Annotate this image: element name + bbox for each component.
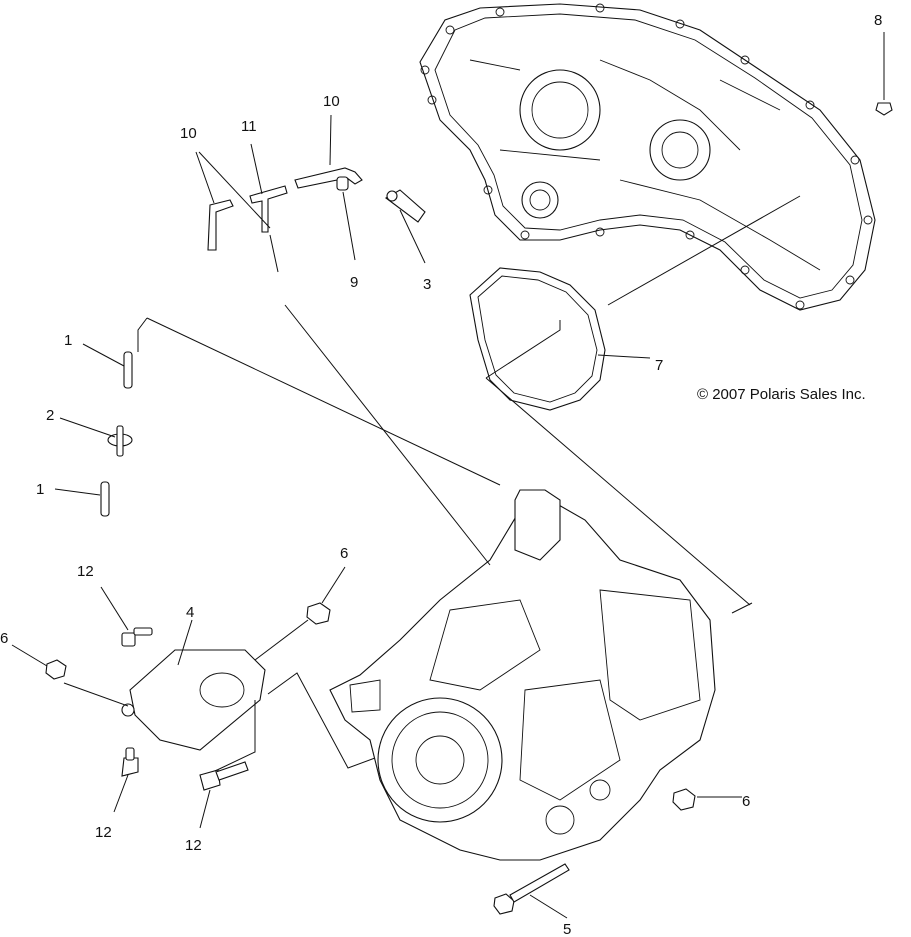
copyright-notice: © 2007 Polaris Sales Inc. — [697, 386, 866, 403]
callout-2: 2 — [46, 407, 54, 424]
callout-1a: 1 — [64, 332, 72, 349]
callout-6a: 6 — [0, 630, 8, 647]
callout-labels: 10 11 10 9 3 8 7 1 2 1 12 4 6 6 12 12 6 … — [0, 12, 882, 937]
nut-6b — [306, 602, 331, 625]
bolt-12a — [121, 627, 153, 647]
stud-5 — [493, 863, 570, 915]
plug-8 — [875, 102, 893, 116]
breather-hose-10b — [294, 167, 363, 189]
callout-6c: 6 — [742, 793, 750, 810]
callout-9: 9 — [350, 274, 358, 291]
callout-6b: 6 — [340, 545, 348, 562]
crankcase-cover — [419, 3, 876, 311]
callout-3: 3 — [423, 276, 431, 293]
callout-12a: 12 — [77, 563, 94, 580]
callout-11: 11 — [241, 118, 257, 135]
callout-10a: 10 — [180, 125, 197, 142]
cover-gasket — [469, 267, 606, 411]
breather-hose-10a — [207, 199, 234, 251]
breather-valve-3 — [385, 189, 426, 223]
nut-6a — [45, 659, 67, 680]
callout-1b: 1 — [36, 481, 44, 498]
callout-4: 4 — [186, 604, 194, 621]
callout-12b: 12 — [95, 824, 112, 841]
fitting-2 — [107, 425, 133, 457]
callout-12c: 12 — [185, 837, 202, 854]
callout-7: 7 — [655, 357, 663, 374]
bolt-12c — [199, 761, 249, 791]
mount-bracket-4 — [121, 649, 266, 751]
callout-5: 5 — [563, 921, 571, 937]
nut-6c — [672, 788, 696, 811]
leader-lines — [11, 32, 885, 919]
callout-8: 8 — [874, 12, 882, 29]
engine-assembly — [329, 489, 716, 861]
dowel-pin-1a — [123, 351, 133, 389]
clamp-9 — [336, 176, 349, 191]
callout-10b: 10 — [323, 93, 340, 110]
tee-fitting-11 — [249, 185, 288, 233]
bolt-12b — [121, 747, 139, 777]
dowel-pin-1b — [100, 481, 110, 517]
